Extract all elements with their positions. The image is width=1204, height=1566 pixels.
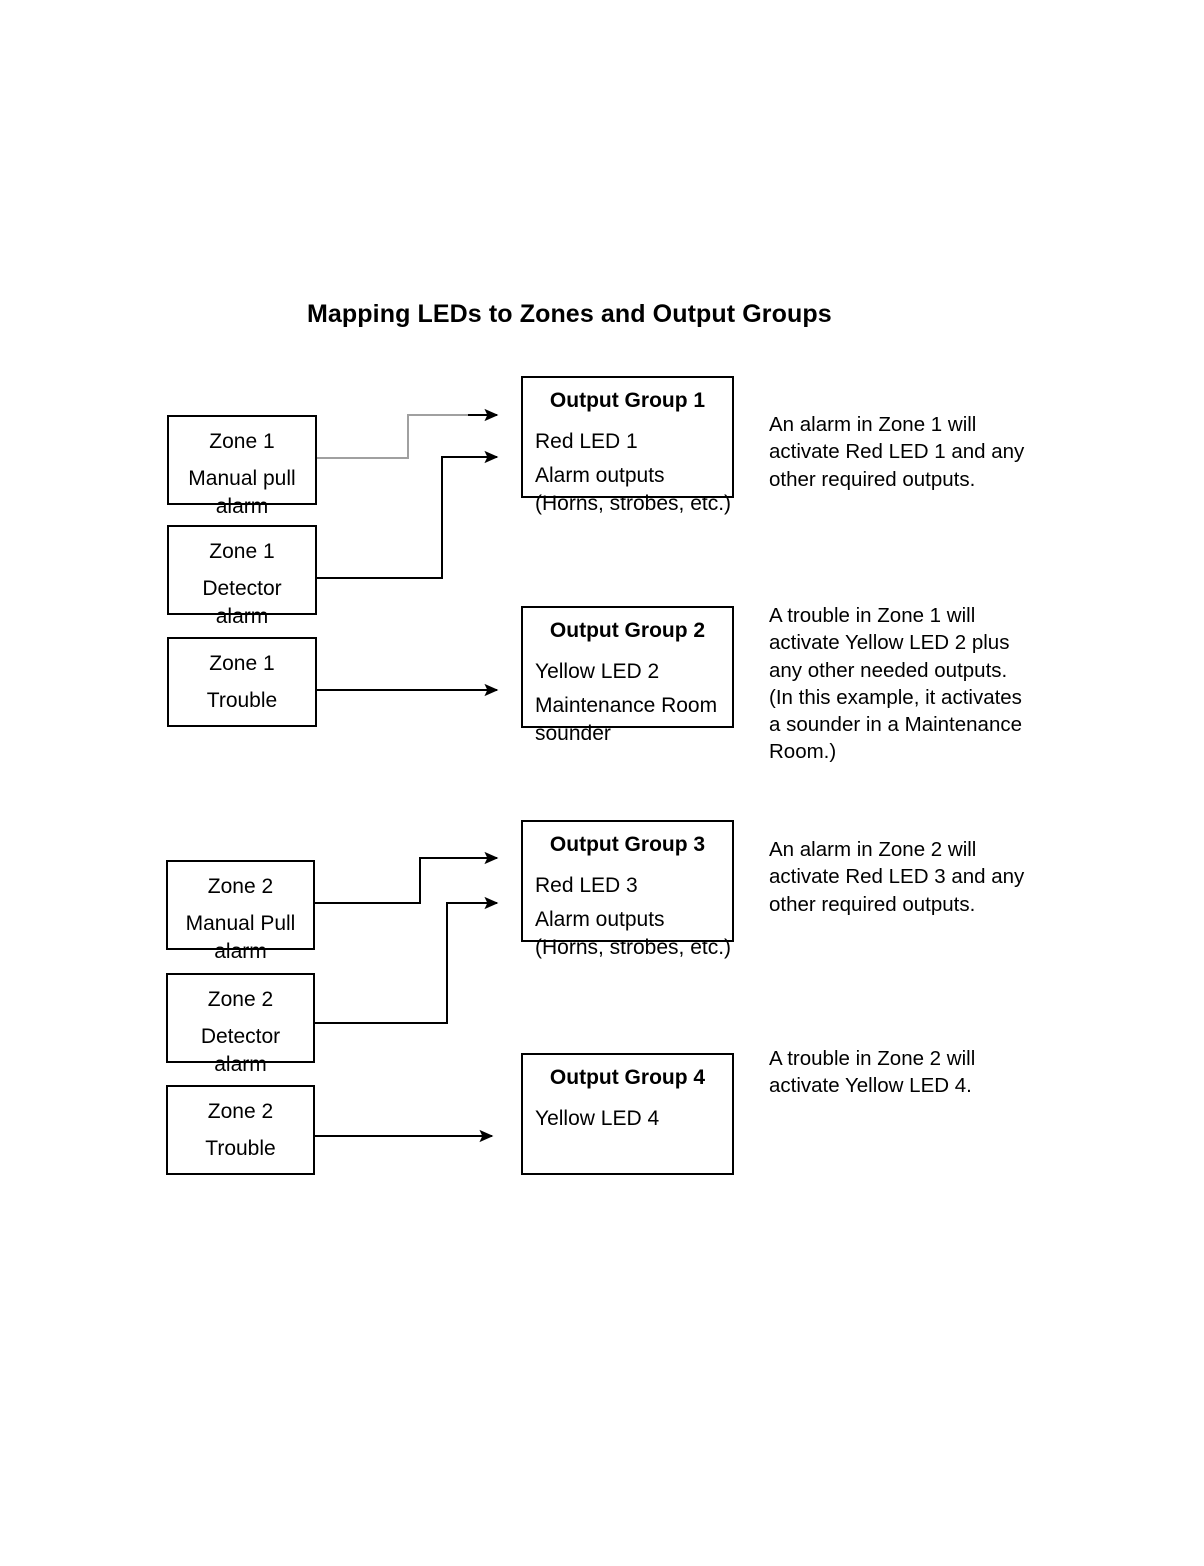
connector-zone-1-detector-to-og-1 xyxy=(317,450,499,579)
zone-1-detector-desc: Detector alarm xyxy=(202,577,282,628)
zone-1-manual-pull-box: Zone 1 Manual pull alarm xyxy=(167,415,317,518)
zone-2-detector-title: Zone 2 xyxy=(207,988,274,1011)
output-group-2-line-1: Yellow LED 2 xyxy=(535,659,660,683)
zone-1-detector-box: Zone 1 Detector alarm xyxy=(167,525,317,628)
output-group-1-box: Output Group 1 Red LED 1 Alarm outputs (… xyxy=(521,376,734,515)
output-group-1-line-1: Red LED 1 xyxy=(535,429,638,453)
output-group-1-line-2: Alarm outputs (Horns, strobes, etc.) xyxy=(535,464,732,516)
note-zone-2-alarm: An alarm in Zone 2 will activate Red LED… xyxy=(769,838,1025,916)
output-group-3-title: Output Group 3 xyxy=(549,833,706,856)
connector-zone-1-manual-pull-to-og-1 xyxy=(317,408,499,459)
zone-1-trouble-title: Zone 1 xyxy=(209,652,275,675)
output-group-2-line-2: Maintenance Room sounder xyxy=(535,694,718,746)
zone-2-manual-pull-desc: Manual Pull alarm xyxy=(185,912,296,963)
output-group-3-box: Output Group 3 Red LED 3 Alarm outputs (… xyxy=(521,820,734,959)
zone-2-manual-pull-box: Zone 2 Manual Pull alarm xyxy=(166,860,315,963)
output-group-3-line-1: Red LED 3 xyxy=(535,873,638,897)
zone-2-detector-desc: Detector alarm xyxy=(200,1025,281,1076)
zone-2-detector-box: Zone 2 Detector alarm xyxy=(166,973,315,1076)
note-zone-1-alarm: An alarm in Zone 1 will activate Red LED… xyxy=(769,413,1025,491)
output-group-2-box: Output Group 2 Yellow LED 2 Maintenance … xyxy=(521,606,734,745)
zone-2-trouble-box: Zone 2 Trouble xyxy=(166,1085,315,1175)
zone-2-trouble-title: Zone 2 xyxy=(207,1100,274,1123)
note-zone-1-trouble: A trouble in Zone 1 will activate Yellow… xyxy=(769,604,1023,764)
output-group-4-line-1: Yellow LED 4 xyxy=(535,1106,660,1130)
zone-1-detector-title: Zone 1 xyxy=(209,540,275,563)
zone-1-trouble-desc: Trouble xyxy=(206,689,278,713)
zone-2-manual-pull-title: Zone 2 xyxy=(207,875,274,898)
connector-zone-2-manual-pull-to-og-3 xyxy=(315,851,499,904)
output-group-4-title: Output Group 4 xyxy=(549,1066,706,1089)
connector-zone-2-detector-to-og-3 xyxy=(315,896,499,1024)
page-title: Mapping LEDs to Zones and Output Groups xyxy=(307,300,832,328)
output-group-3-line-2: Alarm outputs (Horns, strobes, etc.) xyxy=(535,908,732,960)
output-group-2-title: Output Group 2 xyxy=(549,619,706,642)
zone-1-manual-pull-title: Zone 1 xyxy=(209,430,275,453)
output-group-1-title: Output Group 1 xyxy=(549,389,706,412)
zone-2-trouble-desc: Trouble xyxy=(205,1137,276,1161)
note-zone-2-trouble: A trouble in Zone 2 will activate Yellow… xyxy=(769,1047,976,1098)
zone-1-manual-pull-desc: Manual pull alarm xyxy=(188,467,296,518)
zone-1-trouble-box: Zone 1 Trouble xyxy=(167,637,317,727)
output-group-4-box: Output Group 4 Yellow LED 4 xyxy=(521,1053,734,1175)
